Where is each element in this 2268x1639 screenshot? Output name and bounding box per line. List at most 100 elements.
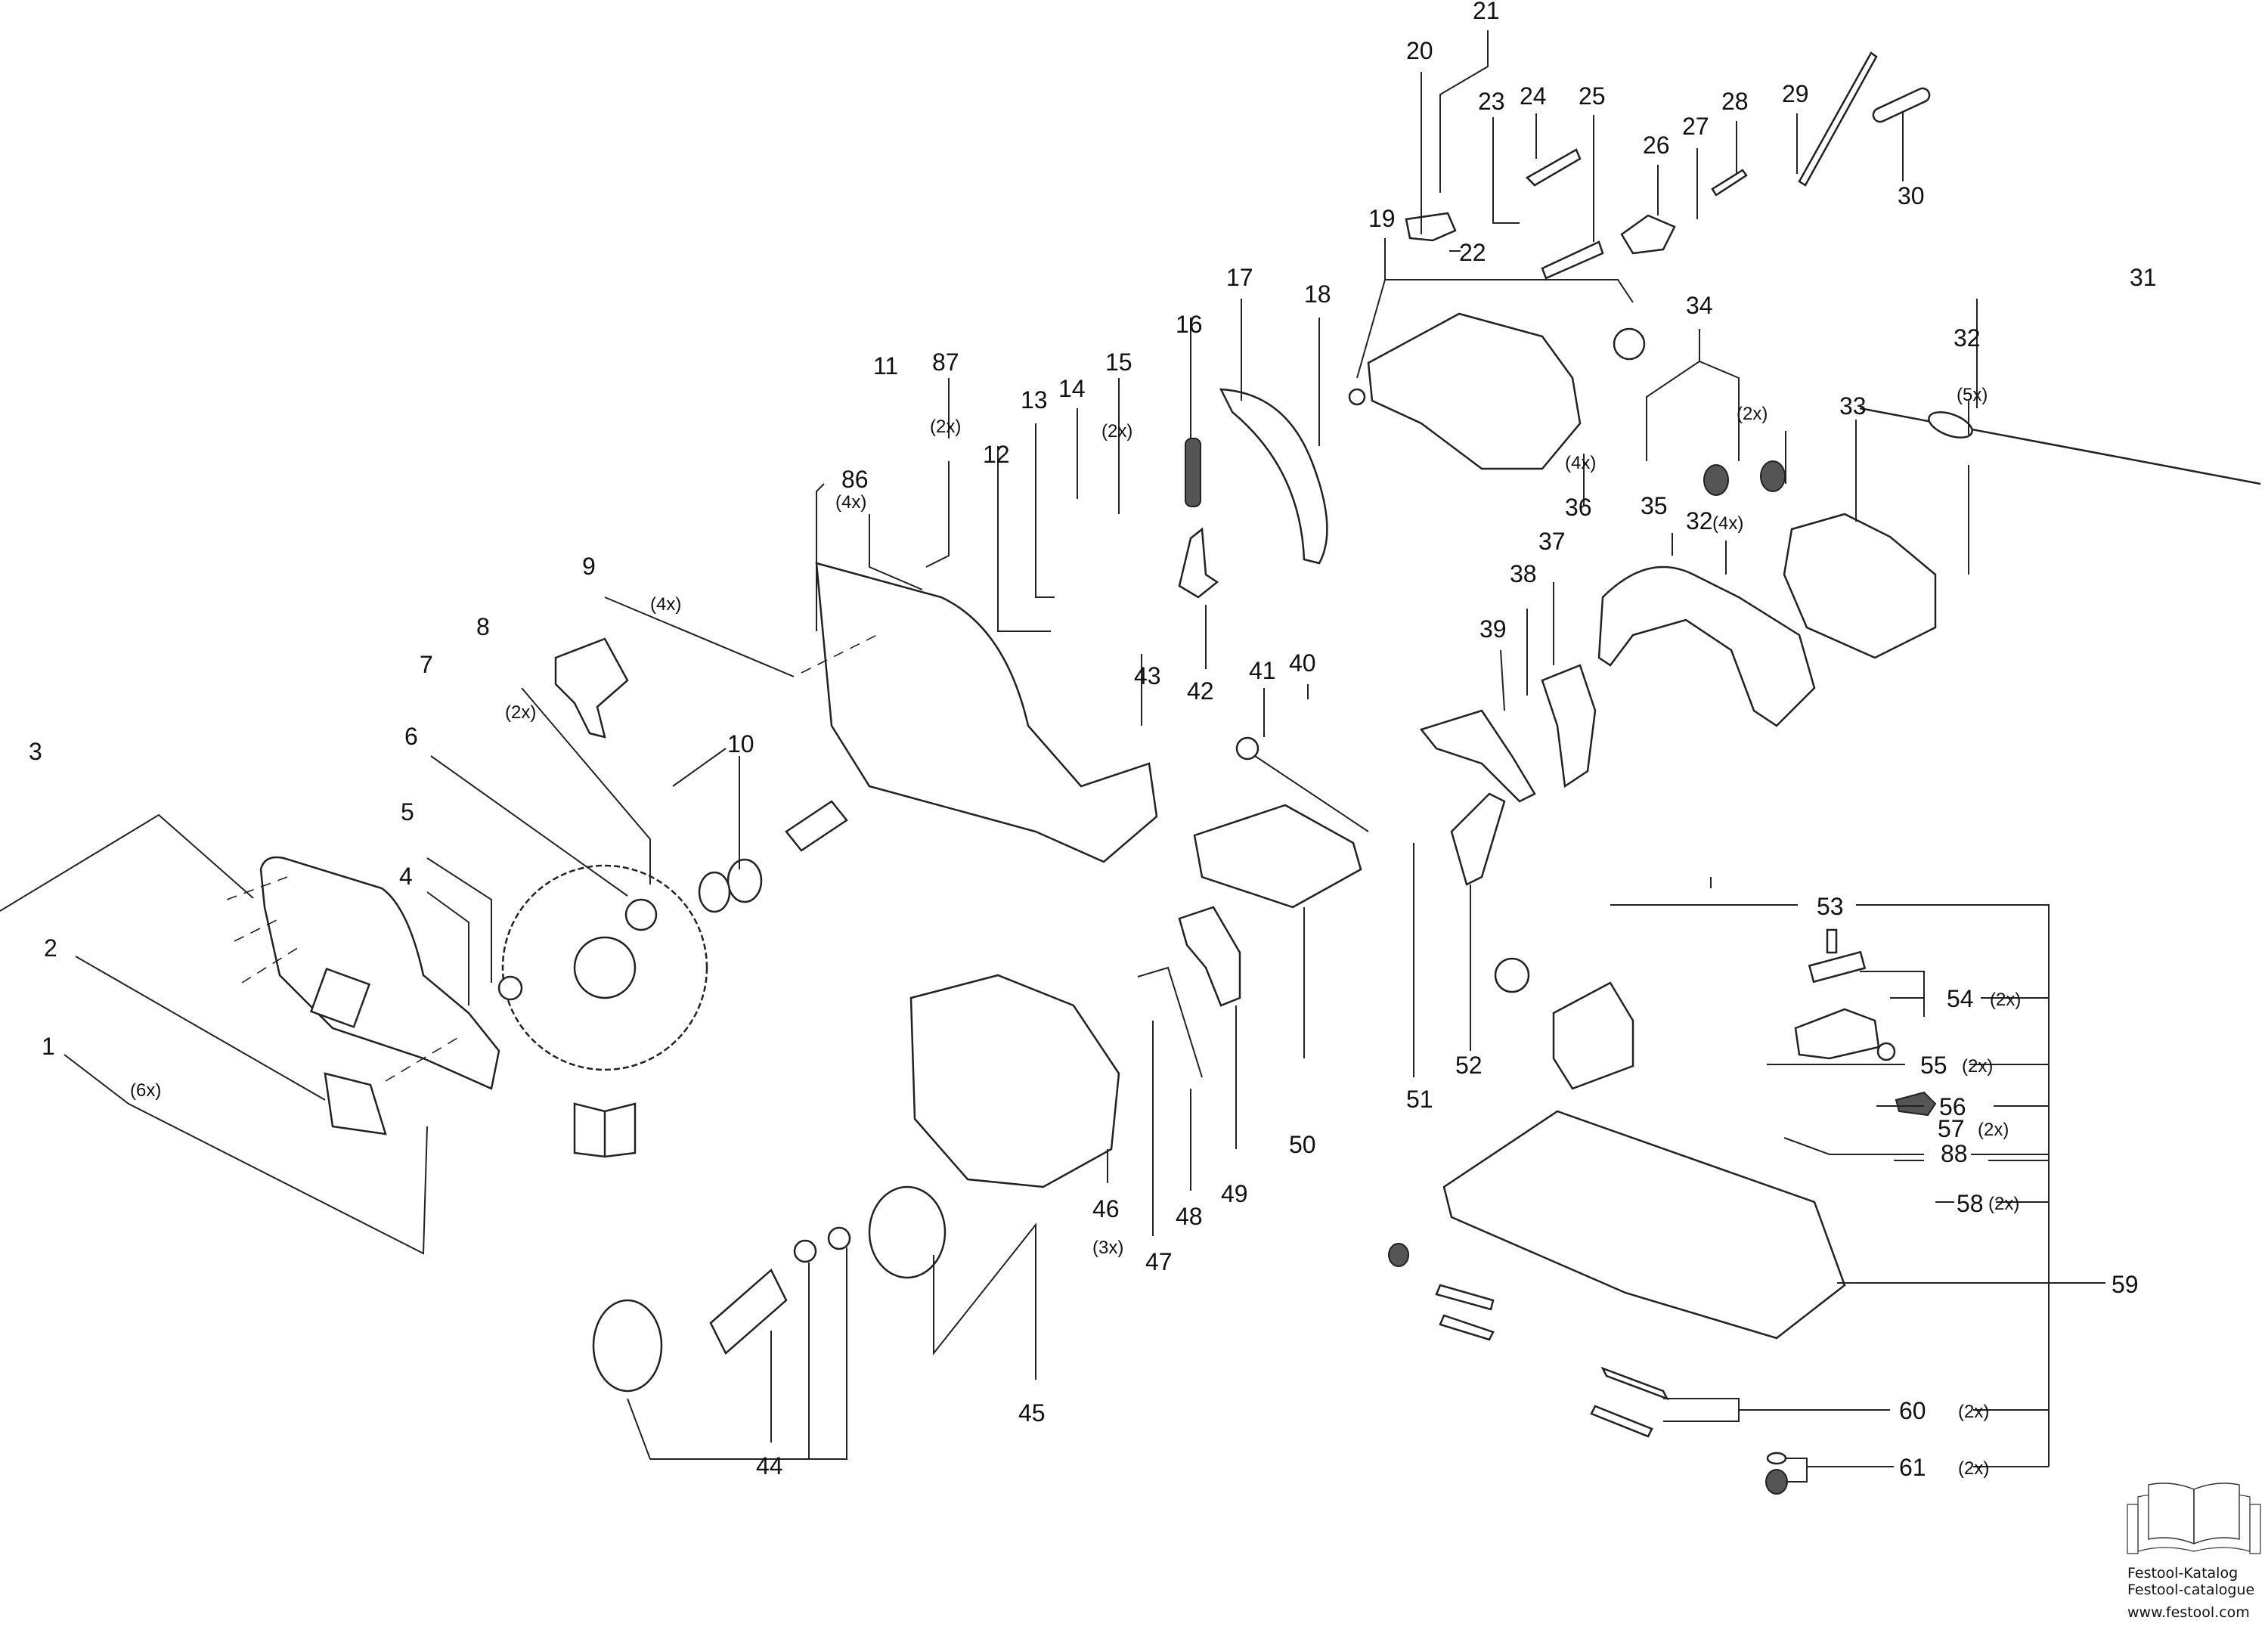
part-qty-1: (6x) (130, 1080, 161, 1101)
part-label-28: 28 (1721, 88, 1749, 115)
part-label-25: 25 (1579, 82, 1606, 110)
part-label-32a: 32 (1954, 324, 1981, 352)
part-label-59: 59 (2112, 1271, 2139, 1298)
part-label-38: 38 (1510, 560, 1537, 587)
handle-35 (1597, 565, 1816, 727)
motor-housing-45 (909, 974, 1120, 1188)
part-label-26: 26 (1643, 132, 1670, 159)
part-label-51: 51 (1406, 1086, 1433, 1113)
part-label-5: 5 (401, 798, 414, 826)
part-label-49: 49 (1221, 1180, 1248, 1207)
leader-lines (0, 30, 2105, 1483)
switch-housing-39 (1419, 709, 1536, 803)
housing-33 (1783, 513, 1937, 659)
part-label-50: 50 (1289, 1131, 1316, 1158)
part-label-4: 4 (399, 863, 413, 890)
part-label-57: 57 (1938, 1115, 1965, 1142)
part-drawings (226, 51, 2261, 1495)
part-label-30: 30 (1898, 182, 1925, 209)
part-label-39: 39 (1479, 615, 1507, 643)
cable-41 (1243, 748, 1369, 832)
bearing-10 (727, 858, 763, 903)
battery-interface-50 (1193, 804, 1362, 909)
part-label-29: 29 (1782, 80, 1809, 107)
depth-scale-arc (1219, 388, 1328, 565)
part-label-54: 54 (1947, 985, 1974, 1012)
catalog-line-1: Festool-Katalog (2127, 1565, 2239, 1582)
part-label-87: 87 (932, 349, 959, 376)
part-label-7: 7 (420, 651, 433, 678)
part-label-21: 21 (1473, 0, 1500, 24)
part-label-19: 19 (1368, 205, 1396, 232)
open-book-icon (2127, 1483, 2261, 1554)
bearing-44 (793, 1239, 817, 1263)
part-qty-46: (3x) (1092, 1238, 1123, 1258)
part-label-20: 20 (1406, 37, 1433, 64)
part-qty-86: (4x) (835, 492, 866, 513)
part-qty-58: (2x) (1988, 1194, 2019, 1214)
part-label-24: 24 (1520, 82, 1547, 110)
connector-41 (1235, 736, 1259, 761)
part-label-43: 43 (1134, 662, 1161, 689)
saw-blade-hub (573, 936, 637, 999)
motor-housing-upper (1367, 312, 1582, 470)
rotor-44 (709, 1268, 788, 1356)
manual-icon (573, 1102, 637, 1158)
part-label-33: 33 (1839, 392, 1867, 420)
part-qty-60: (2x) (1958, 1402, 1989, 1422)
part-qty-15: (2x) (1101, 421, 1132, 442)
part-label-42: 42 (1187, 677, 1214, 705)
extraction-nozzle (554, 637, 629, 739)
switch-26 (1620, 214, 1676, 255)
slider-25 (1541, 240, 1604, 280)
part-label-14: 14 (1058, 375, 1086, 402)
part-label-16: 16 (1176, 311, 1203, 338)
part-label-11: 11 (873, 352, 898, 380)
part-label-17: 17 (1226, 264, 1253, 291)
cable-31 (1859, 407, 2261, 485)
trigger-37 (1541, 664, 1597, 789)
part-label-13: 13 (1021, 386, 1048, 414)
knob-53 (1494, 957, 1530, 993)
part-label-23: 23 (1478, 88, 1505, 115)
part-label-44: 44 (756, 1452, 783, 1479)
part-label-48: 48 (1176, 1203, 1203, 1230)
part-label-60: 60 (1899, 1397, 1926, 1424)
part-qty-57: (2x) (1978, 1120, 2009, 1140)
part-label-8: 8 (476, 613, 490, 640)
guide-53 (1552, 981, 1634, 1090)
part-label-88-visible: 88 (1941, 1140, 1968, 1167)
part-label-35: 35 (1641, 492, 1668, 519)
strip-60b (1590, 1405, 1653, 1438)
festool-catalog-badge: Festool-Katalog Festool-catalogue www.fe… (2126, 1474, 2268, 1639)
part-label-27: 27 (1682, 113, 1709, 140)
washer-61 (1766, 1452, 1787, 1465)
lever-pin (1178, 527, 1219, 599)
flange-6 (624, 898, 658, 931)
part-label-45: 45 (1018, 1399, 1046, 1427)
part-qty-32a: (5x) (1957, 385, 1988, 405)
allen-key-48 (1137, 966, 1203, 1078)
part-label-47: 47 (1145, 1248, 1173, 1275)
screw-54 (1826, 928, 1838, 954)
spring (1185, 438, 1201, 507)
lever-24 (1525, 148, 1582, 187)
part-qty-34: (2x) (1737, 404, 1768, 424)
part-qty-55: (2x) (1962, 1056, 1993, 1077)
rod-29 (1798, 51, 1878, 187)
part-label-9: 9 (582, 553, 596, 580)
part-label-56: 56 (1939, 1093, 1966, 1120)
catalog-url[interactable]: www.festool.com (2127, 1604, 2250, 1621)
part-label-40: 40 (1289, 649, 1316, 677)
tube-30 (1872, 87, 1931, 123)
part-label-36: 36 (1565, 494, 1592, 521)
part-label-18: 18 (1304, 280, 1331, 308)
part-label-52: 52 (1455, 1052, 1483, 1079)
plate-54 (1808, 950, 1867, 984)
part-label-3: 3 (29, 738, 42, 765)
flange-5 (497, 975, 523, 1001)
seal-ring (698, 871, 731, 913)
part-label-46: 46 (1092, 1195, 1120, 1222)
knob-58 (1895, 1091, 1937, 1117)
